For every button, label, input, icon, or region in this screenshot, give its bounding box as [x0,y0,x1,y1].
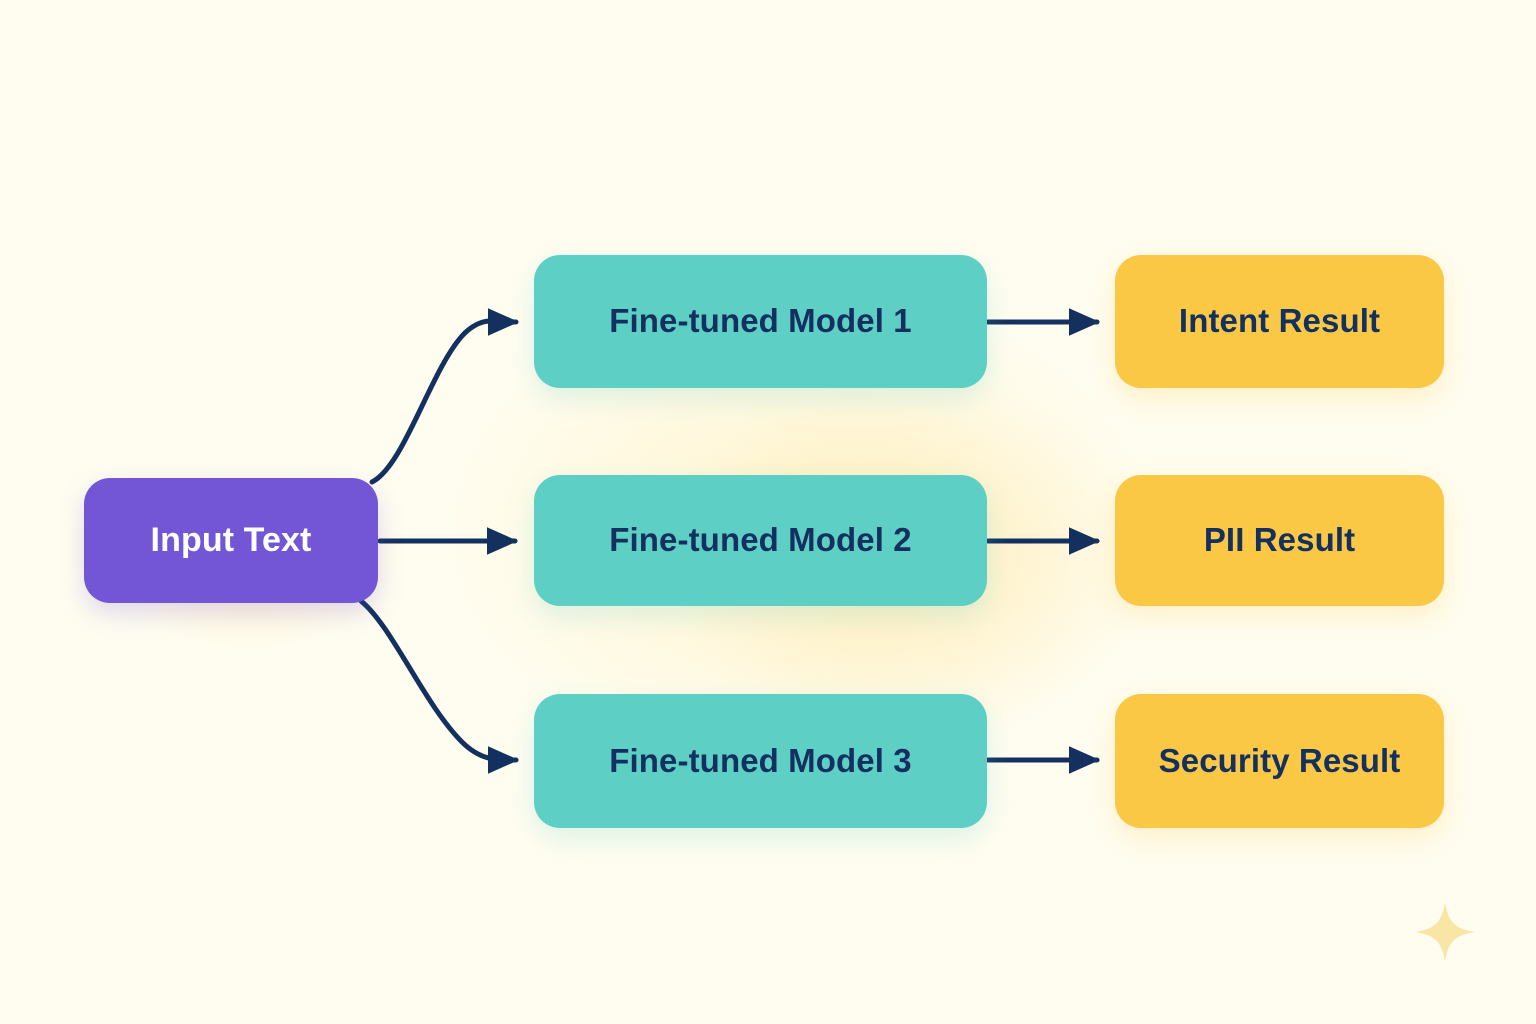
node-fine-tuned-model-3[interactable]: Fine-tuned Model 3 [534,694,987,828]
node-pii-result[interactable]: PII Result [1115,475,1444,606]
node-pii-result-label: PII Result [1203,521,1356,559]
node-input-text[interactable]: Input Text [84,478,378,603]
node-fine-tuned-model-2[interactable]: Fine-tuned Model 2 [534,475,987,606]
node-fine-tuned-model-1-label: Fine-tuned Model 1 [609,302,912,340]
node-security-result[interactable]: Security Result [1115,694,1444,828]
node-fine-tuned-model-2-label: Fine-tuned Model 2 [609,521,912,559]
node-intent-result-label: Intent Result [1178,302,1381,340]
node-intent-result[interactable]: Intent Result [1115,255,1444,388]
node-fine-tuned-model-3-label: Fine-tuned Model 3 [609,741,912,779]
node-fine-tuned-model-1[interactable]: Fine-tuned Model 1 [534,255,987,388]
sparkle-icon [1415,902,1475,962]
node-security-result-label: Security Result [1158,741,1401,779]
node-input-text-label: Input Text [150,520,312,559]
edge-input-to-model-3 [358,598,520,774]
edge-input-to-model-1 [369,308,520,485]
